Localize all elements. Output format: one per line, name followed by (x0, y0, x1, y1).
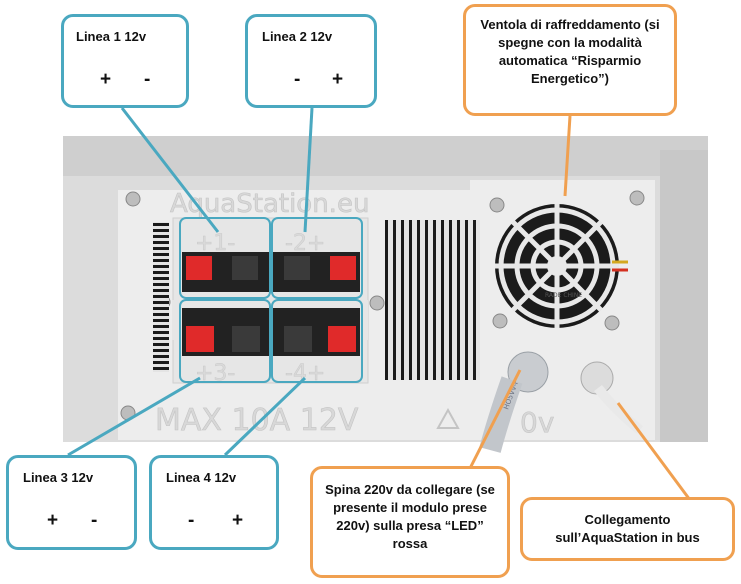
callout-title: Linea 1 12v (76, 29, 147, 44)
callout-title: Linea 2 12v (262, 29, 333, 44)
terminal-label-1: +1- (195, 231, 235, 256)
cooling-fan: RADE CHINE (495, 204, 628, 328)
callout-bus-text: Collegamento sull’AquaStation in bus (555, 512, 700, 545)
callout-plug-text: Spina 220v da collegare (se presente il … (325, 482, 495, 551)
polarity-right: + (232, 510, 244, 531)
terminal-block: +1- -2+ +3- -4+ (172, 217, 369, 386)
connector-lines (67, 107, 692, 501)
voltage-label: 0v (520, 406, 554, 439)
callout-fan-text: Ventola di raffreddamento (si spegne con… (480, 17, 660, 86)
vent-center (385, 220, 480, 380)
vent-left (153, 222, 169, 372)
callout-bus: Collegamento sull’AquaStation in bus (520, 497, 735, 561)
callout-linea-4: Linea 4 12v - + (149, 455, 279, 550)
callout-linea-2: Linea 2 12v - + (245, 14, 377, 108)
callout-plug: Spina 220v da collegare (se presente il … (310, 466, 510, 578)
polarity-left: + (100, 69, 112, 90)
device-label: AquaStation.eu (170, 189, 369, 219)
callout-title: Linea 4 12v (166, 470, 237, 485)
callout-linea-3: Linea 3 12v + - (6, 455, 137, 550)
callout-title: Linea 3 12v (23, 470, 94, 485)
rating-label: MAX 10A 12V (155, 403, 359, 438)
polarity-left: - (294, 69, 301, 90)
polarity-left: + (47, 510, 59, 531)
polarity-right: - (91, 510, 98, 531)
power-cable-plug: HO5VV-F (479, 351, 549, 453)
callout-linea-1: Linea 1 12v + - (61, 14, 189, 108)
fan-sticker-text: RADE CHINE (545, 292, 582, 299)
polarity-right: + (332, 69, 344, 90)
callout-fan: Ventola di raffreddamento (si spegne con… (463, 4, 677, 116)
polarity-left: - (188, 510, 195, 531)
polarity-right: - (144, 69, 151, 90)
warning-triangle (436, 407, 460, 429)
